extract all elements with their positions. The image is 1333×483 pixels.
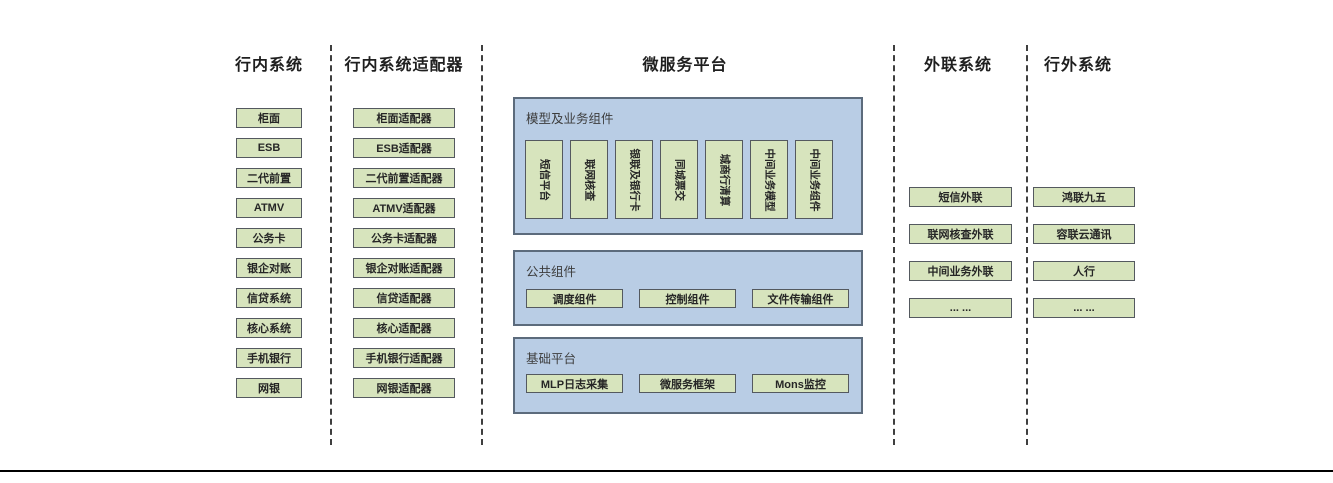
dashed-divider-3: [893, 45, 895, 445]
external-system-box: 中间业务外联: [909, 261, 1012, 281]
adapter-box: 二代前置适配器: [353, 168, 455, 188]
vertical-box-label: 中间业务模型: [763, 148, 776, 211]
outside-system-box: 人行: [1033, 261, 1135, 281]
outside-system-box: 容联云通讯: [1033, 224, 1135, 244]
base-platform-box: 微服务框架: [639, 374, 736, 393]
adapter-box: ATMV适配器: [353, 198, 455, 218]
model-component-box: 联网核查: [570, 140, 608, 219]
internal-system-box: 信贷系统: [236, 288, 302, 308]
common-component-box: 控制组件: [639, 289, 736, 308]
outside-system-box: 鸿联九五: [1033, 187, 1135, 207]
internal-system-box: ATMV: [236, 198, 302, 218]
common-components-list: 调度组件控制组件文件传输组件: [526, 289, 849, 308]
internal-system-box: 核心系统: [236, 318, 302, 338]
dashed-divider-2: [481, 45, 483, 445]
internal-system-box: 银企对账: [236, 258, 302, 278]
common-component-box: 调度组件: [526, 289, 623, 308]
dashed-divider-4: [1026, 45, 1028, 445]
outside-system-box: ... ...: [1033, 298, 1135, 318]
adapter-box: 核心适配器: [353, 318, 455, 338]
model-component-box: 城商行清算: [705, 140, 743, 219]
panel-label: 基础平台: [526, 352, 577, 366]
external-system-box: 联网核查外联: [909, 224, 1012, 244]
internal-system-box: 手机银行: [236, 348, 302, 368]
vertical-box-label: 同城票交: [673, 158, 686, 201]
model-component-box: 银联及银行卡: [615, 140, 653, 219]
external-system-box: ... ...: [909, 298, 1012, 318]
adapter-box: 柜面适配器: [353, 108, 455, 128]
model-component-box: 同城票交: [660, 140, 698, 219]
adapter-box: 手机银行适配器: [353, 348, 455, 368]
internal-system-box: 二代前置: [236, 168, 302, 188]
panel-base-platform: 基础平台 MLP日志采集微服务框架 Mons监控: [513, 337, 863, 414]
column-title-outside-systems: 行外系统: [1043, 57, 1112, 74]
panel-common-components: 公共组件 调度组件控制组件文件传输组件: [513, 250, 863, 326]
panel-model-business-components: 模型及业务组件 短信平台 联网核查 银联及银行卡 同城票交 城商行清算 中间业务模型 中间业…: [513, 97, 863, 235]
vertical-box-label: 短信平台: [538, 158, 551, 201]
panel-label: 模型及业务组件: [526, 112, 614, 126]
vertical-box-label: 城商行清算: [718, 153, 731, 206]
model-component-box: 中间业务模型: [750, 140, 788, 219]
adapter-box: 公务卡适配器: [353, 228, 455, 248]
base-platform-box: MLP日志采集: [526, 374, 623, 393]
column-title-microservice-platform: 微服务平台: [642, 57, 728, 74]
column-title-internal-systems: 行内系统: [234, 57, 303, 74]
adapter-box: 信贷适配器: [353, 288, 455, 308]
internal-system-box: ESB: [236, 138, 302, 158]
dashed-divider-1: [330, 45, 332, 445]
internal-system-box: 公务卡: [236, 228, 302, 248]
column-title-external-link-systems: 外联系统: [923, 57, 992, 74]
internal-adapters-list: 柜面适配器 ESB适配器二代前置适配器 ATMV适配器公务卡适配器银企对账适配器信贷…: [353, 108, 455, 398]
adapter-box: 网银适配器: [353, 378, 455, 398]
panel-label: 公共组件: [526, 265, 577, 279]
base-platform-box: Mons监控: [752, 374, 849, 393]
common-component-box: 文件传输组件: [752, 289, 849, 308]
vertical-box-label: 中间业务组件: [808, 148, 821, 211]
internal-system-box: 网银: [236, 378, 302, 398]
adapter-box: 银企对账适配器: [353, 258, 455, 278]
vertical-box-label: 银联及银行卡: [628, 148, 641, 211]
external-system-box: 短信外联: [909, 187, 1012, 207]
base-platform-list: MLP日志采集微服务框架 Mons监控: [526, 374, 849, 393]
external-link-systems-list: 短信外联联网核查外联中间业务外联 ... ...: [909, 187, 1012, 318]
internal-systems-list: 柜面 ESB 二代前置 ATMV 公务卡银企对账信贷系统核心系统手机银行网银: [236, 108, 302, 398]
model-component-box: 中间业务组件: [795, 140, 833, 219]
bottom-divider-line: [0, 470, 1333, 472]
outside-systems-list: 鸿联九五容联云通讯人行 ... ...: [1033, 187, 1135, 318]
model-component-box: 短信平台: [525, 140, 563, 219]
column-title-internal-adapters: 行内系统适配器: [344, 57, 464, 74]
adapter-box: ESB适配器: [353, 138, 455, 158]
vertical-box-label: 联网核查: [583, 158, 596, 201]
model-business-components-list: 短信平台 联网核查 银联及银行卡 同城票交 城商行清算 中间业务模型 中间业务组件: [525, 140, 833, 219]
internal-system-box: 柜面: [236, 108, 302, 128]
